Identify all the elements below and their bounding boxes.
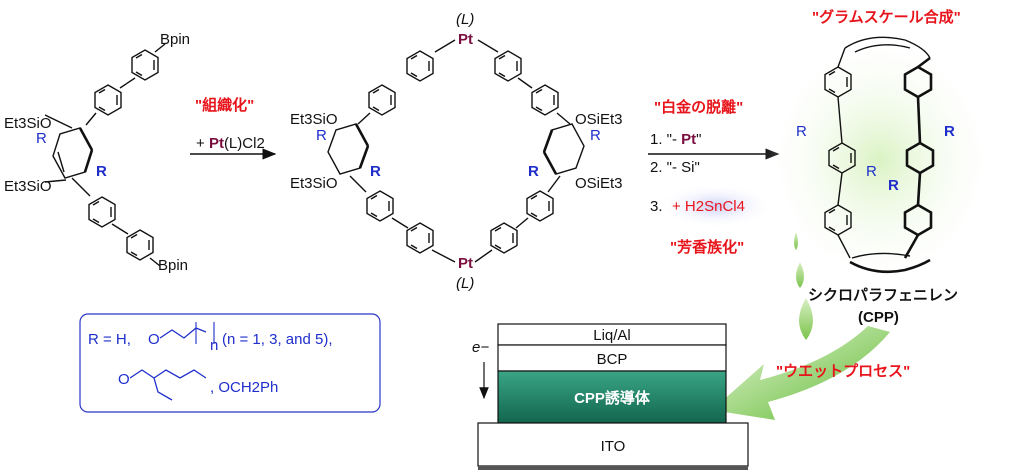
platinum-label: Pt — [458, 255, 473, 272]
benzene-ring — [94, 84, 122, 116]
ethylhexyl-chain — [129, 369, 207, 401]
platinum-macrocycle: Pt (L) Pt (L) Et3SiO Et3SiO R R — [290, 11, 623, 292]
device-stack: e− Liq/Al BCP CPP誘導体 ITO — [472, 323, 749, 470]
r-group-oxygen: O — [118, 371, 130, 388]
r-group-label: R — [370, 163, 381, 180]
alkyl-chain — [159, 327, 207, 339]
r-group-label: R — [36, 130, 47, 147]
ligand-label: (L) — [456, 275, 474, 292]
layer-label: BCP — [597, 351, 628, 368]
repeat-brackets — [195, 322, 215, 344]
aromatization-label: "芳香族化" — [670, 238, 744, 256]
r-group-label: R — [888, 177, 899, 194]
r-group-frame — [79, 313, 381, 413]
step2-label: "白金の脱離" — [654, 98, 743, 116]
silyl-ether-label: Et3SiO — [290, 111, 338, 128]
step2-item3-reagent: + H2SnCl4 — [672, 198, 745, 215]
wet-process-label: "ウエットプロセス" — [776, 363, 910, 380]
bpin-label: Bpin — [160, 31, 190, 48]
r-group-box: R = H, O n (n = 1, 3, and 5), O , OCH2Ph — [79, 313, 381, 413]
product-glow — [760, 30, 1000, 290]
droplet — [799, 298, 813, 340]
silyl-ether-label: OSiEt3 — [575, 175, 623, 192]
r-group-label: R — [796, 123, 807, 140]
substrate-edge — [478, 466, 748, 470]
r-group-label: R — [944, 123, 955, 140]
step1-label: "組織化" — [195, 96, 254, 114]
r-group-label: R — [96, 163, 107, 180]
product-name: シクロパラフェニレン — [808, 287, 958, 304]
benzene-ring — [126, 229, 154, 261]
r-group-oxygen: O — [148, 331, 160, 348]
r-group-line1-prefix: R = H, — [88, 331, 131, 348]
process-arrow — [712, 326, 890, 420]
silyl-ether-label: Et3SiO — [4, 178, 52, 195]
step2-item1: 1. "- Pt" — [650, 131, 702, 148]
step2-item3-number: 3. — [650, 198, 663, 215]
silyl-ether-label: OSiEt3 — [575, 111, 623, 128]
repeat-index: n — [210, 337, 218, 354]
layer-label: Liq/Al — [593, 327, 631, 344]
starting-material: Bpin Bpin Et3SiO Et3SiO R R — [4, 31, 190, 274]
cpp-product: "グラムスケール合成" R R R R シクロパラフェニレン (CPP) — [760, 8, 1000, 326]
droplet — [794, 232, 798, 250]
benzene-ring — [88, 196, 116, 228]
step2-item2: 2. "- Si" — [650, 159, 700, 176]
r-group-label: R — [528, 163, 539, 180]
electron-label: e− — [472, 339, 489, 356]
r-group-line2-suffix: , OCH2Ph — [210, 379, 278, 396]
layer-bcp — [497, 344, 727, 372]
silyl-ether-label: Et3SiO — [4, 115, 52, 132]
layer-ito — [477, 422, 749, 467]
r-group-label: R — [316, 127, 327, 144]
step1: "組織化" + Pt(L)Cl2 — [190, 96, 277, 160]
r-group-label: R — [866, 163, 877, 180]
bpin-label: Bpin — [158, 257, 188, 274]
step1-reagent: + Pt(L)Cl2 — [196, 135, 265, 152]
droplet — [796, 262, 804, 288]
droplets — [794, 232, 813, 340]
reagent-highlight — [658, 184, 774, 228]
layer-label: CPP誘導体 — [574, 389, 651, 407]
layer-label: ITO — [601, 438, 626, 455]
r-group-line1-suffix: (n = 1, 3, and 5), — [222, 331, 333, 348]
step2: "白金の脱離" 1. "- Pt" 2. "- Si" 3. + H2SnCl4… — [648, 98, 780, 256]
ligand-label: (L) — [456, 11, 474, 28]
r-group-label: R — [590, 127, 601, 144]
product-abbreviation: (CPP) — [858, 309, 899, 326]
gram-scale-label: "グラムスケール合成" — [812, 8, 961, 26]
silyl-ether-label: Et3SiO — [290, 175, 338, 192]
platinum-label: Pt — [458, 31, 473, 48]
layer-cpp — [497, 370, 727, 424]
benzene-ring — [131, 49, 159, 81]
